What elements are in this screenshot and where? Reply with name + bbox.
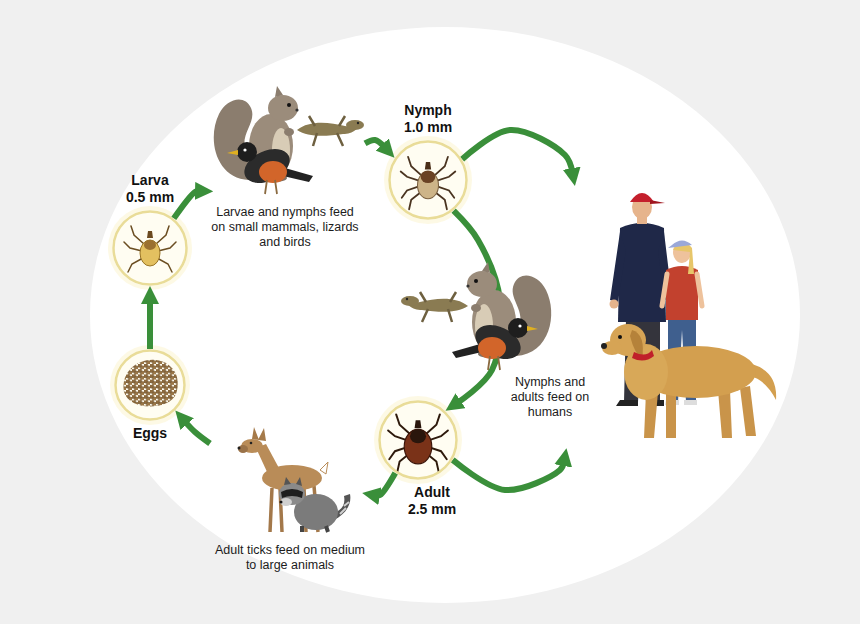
cycle-arrow [365,140,385,148]
larva-tick [144,240,156,250]
large-hosts-illustration [280,501,283,504]
large-hosts-illustration [281,489,303,498]
humans-dog-illustration [650,200,665,204]
stage-label: Nymph 1.0 mm [400,102,456,136]
humans-dog-illustration [618,223,666,322]
stage-circle-fill [388,140,468,220]
larva-tick [124,226,176,272]
stage-circle-fill [384,136,472,224]
humans-dog-illustration [632,350,654,361]
adult-tick [410,429,426,443]
small-hosts-illustration [214,86,364,194]
large-hosts-illustration [280,498,292,506]
host-group: Adult ticks feed on medium to large anim… [210,425,370,585]
stage-ring [388,140,468,220]
cycle-arrow [185,421,210,443]
stage-label: Eggs [122,425,178,442]
stage-ring [112,210,188,286]
stage-ring [380,402,457,479]
large-hosts-illustration [320,462,328,474]
cycle-arrow [376,473,395,496]
stage-circle-fill [108,206,192,290]
life-stage-circle: Adult 2.5 mm [378,400,458,480]
humans-dog-illustration [610,300,619,309]
humans-dog-illustration [602,341,622,355]
nymph-tick [425,162,431,169]
cycle-arrow [462,130,572,172]
humans-dog-illustration [618,335,622,339]
stage-circle-fill [110,345,190,425]
cycle-arrow [174,191,199,218]
humans-dog-illustration [601,193,776,438]
larva-tick [124,226,176,272]
stage-circle-fill [378,400,458,480]
adult-tick [388,414,448,472]
adult-tick [404,429,432,464]
host-caption: Larvae and nymphs feed on small mammals,… [210,205,360,250]
life-stage-circle: Larva 0.5 mm [112,210,188,286]
large-hosts-illustration [302,526,328,532]
nymph-tick [421,170,436,183]
stage-ring [378,400,458,480]
stage-circle-fill [114,349,186,421]
life-stage-circle: Nymph 1.0 mm [388,140,468,220]
large-hosts-illustration [238,427,351,532]
humans-dog-illustration [666,266,698,320]
large-hosts-illustration [284,477,302,486]
host-caption: Nymphs and adults feed on humans [508,375,592,420]
stage-ring [116,351,185,420]
cycle-arrow [453,460,564,490]
stage-label: Adult 2.5 mm [404,484,460,518]
small-hosts-illustration [401,262,551,370]
humans-dog-illustration [668,241,692,249]
stage-label: Larva 0.5 mm [122,172,178,206]
host-group: Nymphs and adults feed on humans [500,185,770,450]
stage-circle-fill [374,396,462,484]
stage-circle-fill [112,210,188,286]
stage-ring [114,212,187,285]
large-hosts-illustration [250,442,253,445]
nymph-tick [401,157,456,210]
adult-tick [415,420,422,428]
egg-cluster [123,360,177,407]
host-caption: Adult ticks feed on medium to large anim… [210,543,370,573]
larva-tick [147,231,153,238]
large-hosts-illustration [252,427,266,441]
stage-ring [390,142,467,219]
life-stage-circle: Eggs [114,349,186,421]
large-hosts-illustration [238,447,241,450]
humans-dog-illustration [673,242,694,274]
large-hosts-illustration [340,502,349,514]
large-hosts-illustration [279,483,305,505]
background-oval [90,27,800,603]
stage-ring [114,349,186,421]
adult-tick [388,414,448,472]
larva-tick [140,240,160,266]
nymph-tick [401,157,456,210]
humans-dog-illustration [601,343,607,349]
large-hosts-illustration [238,445,248,453]
stage-circle-fill [108,136,472,484]
humans-dog-illustration [662,274,702,306]
host-group: Larvae and nymphs feed on small mammals,… [205,80,365,260]
cycle-arrow [147,300,153,349]
egg-cluster [123,360,177,407]
